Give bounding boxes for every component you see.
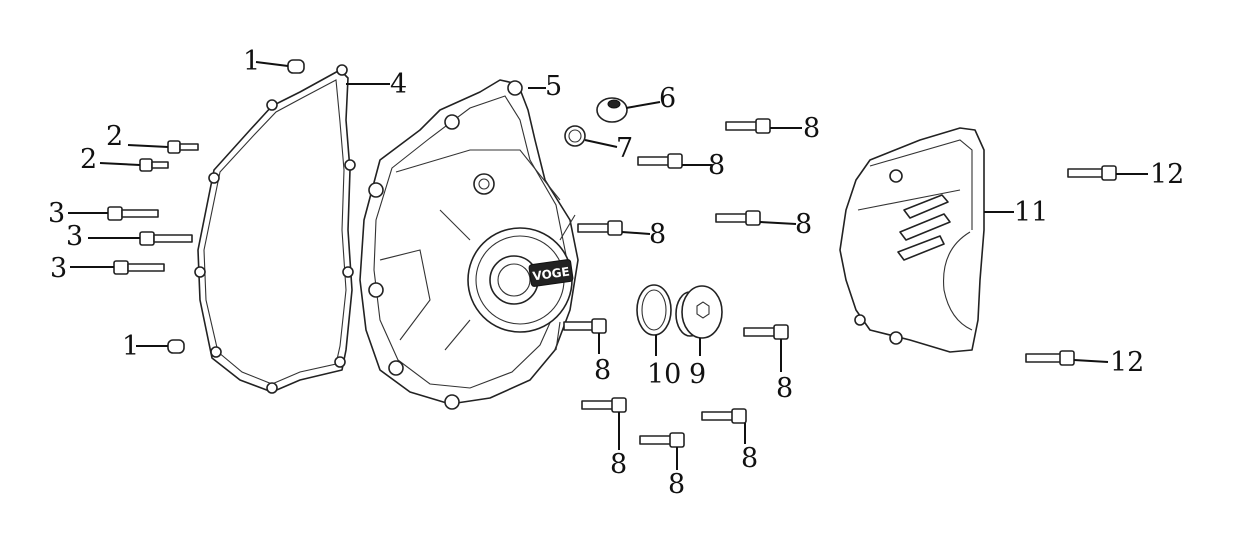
bolt-part-3-b — [139, 231, 193, 246]
bolt-part-3-a — [107, 206, 159, 221]
plug-part-6 — [596, 97, 628, 123]
callout-8-b: 8 — [708, 150, 725, 181]
callout-8-h: 8 — [668, 469, 685, 500]
callout-10: 10 — [647, 359, 681, 390]
bolt-part-1-top — [287, 59, 305, 74]
callout-6: 6 — [659, 83, 676, 114]
callout-8-g: 8 — [610, 449, 627, 480]
bolt-part-8-b — [637, 153, 683, 169]
callout-3-bottom: 3 — [50, 253, 67, 284]
crankcase-cover-part-5: VOGE — [359, 79, 579, 410]
bolt-part-8-f — [743, 324, 789, 340]
bolt-part-3-c — [113, 260, 165, 275]
bolt-part-12-a — [1067, 165, 1117, 181]
callout-8-e: 8 — [594, 355, 611, 386]
callout-8-f: 8 — [776, 373, 793, 404]
callout-3-middle: 3 — [66, 221, 83, 252]
bolt-part-8-h — [639, 432, 685, 448]
callout-labels: 1 1 2 2 3 3 3 4 5 6 7 8 8 8 8 8 8 8 8 8 … — [48, 46, 1184, 500]
callout-7: 7 — [616, 133, 633, 164]
bolt-part-8-c — [577, 220, 623, 236]
bolt-part-8-e — [563, 318, 607, 334]
bolt-part-8-d — [715, 210, 761, 226]
callout-8-d: 8 — [795, 209, 812, 240]
callout-3-top: 3 — [48, 198, 65, 229]
callout-8-i: 8 — [741, 443, 758, 474]
callout-2-bottom: 2 — [80, 144, 97, 175]
callout-11: 11 — [1014, 197, 1048, 228]
callout-8-c: 8 — [649, 219, 666, 250]
callout-5: 5 — [545, 71, 562, 102]
cap-part-9 — [675, 285, 723, 339]
callout-9: 9 — [689, 359, 706, 390]
callout-2-top: 2 — [106, 121, 123, 152]
logo-badge — [528, 259, 574, 287]
bolt-part-1-bottom — [167, 339, 185, 354]
leader-lines — [68, 61, 1148, 470]
bolt-part-8-a — [725, 118, 771, 134]
callout-8-a: 8 — [803, 113, 820, 144]
o-ring-part-10 — [636, 284, 672, 336]
logo-text: VOGE — [532, 264, 571, 283]
callout-4: 4 — [390, 69, 407, 100]
callout-12-top: 12 — [1150, 159, 1184, 190]
callout-1-top: 1 — [243, 46, 260, 77]
callout-12-bottom: 12 — [1110, 347, 1144, 378]
sprocket-cover-part-11 — [839, 127, 985, 353]
bolt-part-12-b — [1025, 350, 1075, 366]
gasket-part-4 — [194, 64, 356, 394]
bolt-part-2-a — [167, 140, 199, 154]
callout-1-bottom: 1 — [122, 331, 139, 362]
bolt-part-8-i — [701, 408, 747, 424]
o-ring-part-7 — [564, 125, 586, 147]
bolt-part-8-g — [581, 397, 627, 413]
bolt-part-2-b — [139, 158, 169, 172]
